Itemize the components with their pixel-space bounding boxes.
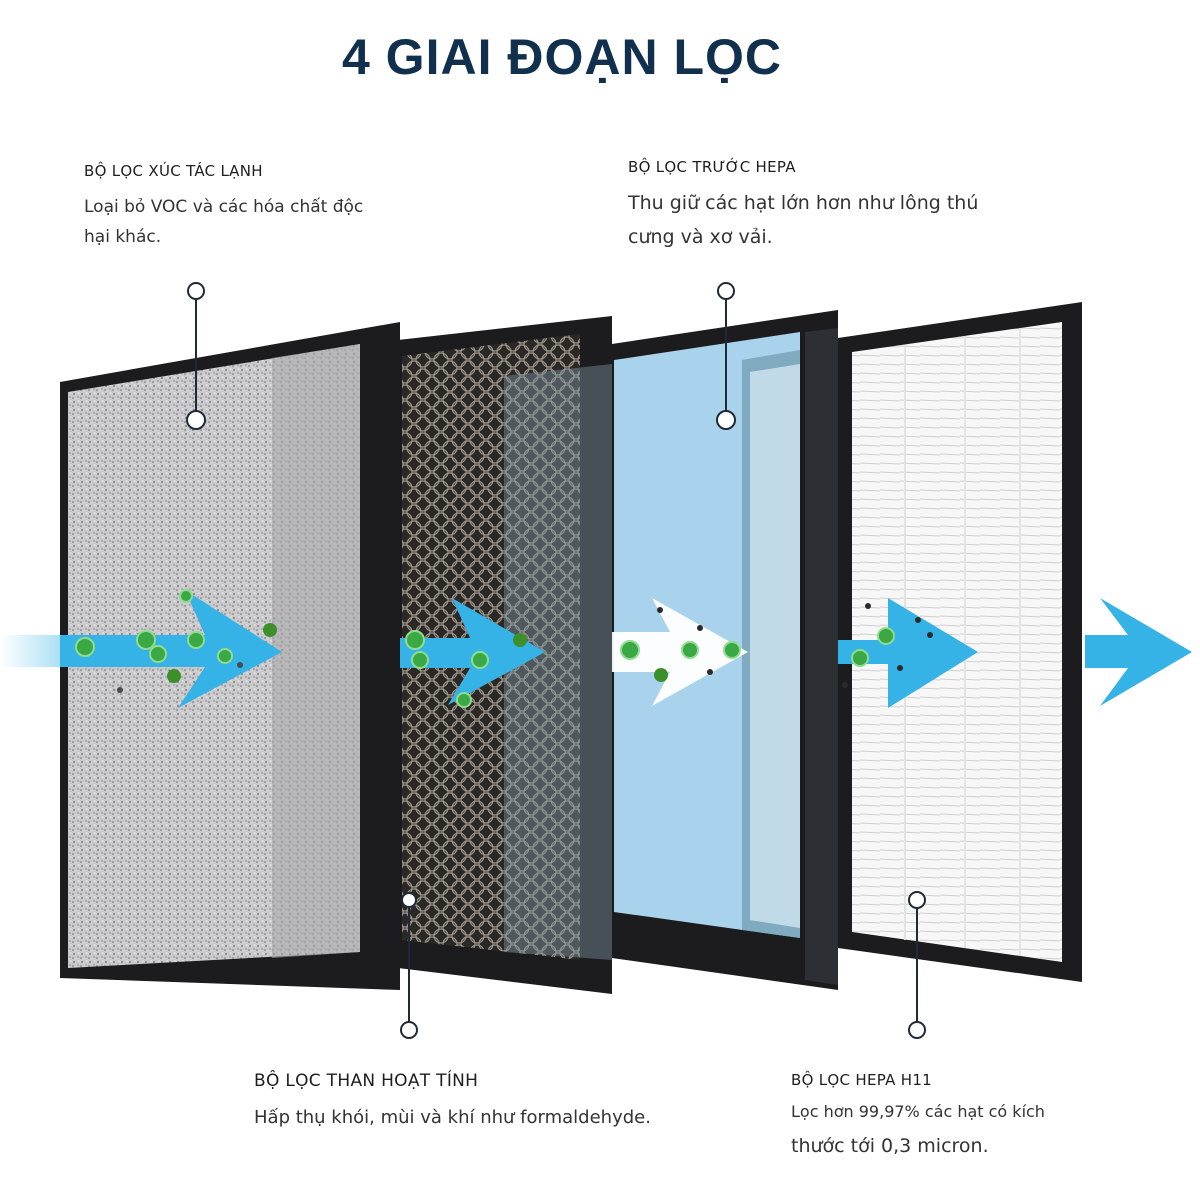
particles <box>75 589 933 708</box>
stage-heading: BỘ LỌC TRƯỚC HEPA <box>628 158 796 176</box>
stage-label-prefilter: BỘ LỌC TRƯỚC HEPA Thu giữ các hạt lớn hơ… <box>628 158 1008 254</box>
airflow-arrow-1 <box>60 590 282 708</box>
stage-description: Hấp thụ khói, mùi và khí như formaldehyd… <box>254 1101 714 1135</box>
callout-pin-hepa <box>908 891 926 1039</box>
stage-description-line: thước tới 0,3 micron. <box>791 1135 989 1157</box>
stage-label-catalyst: BỘ LỌC XÚC TÁC LẠNH Loại bỏ VOC và các h… <box>84 162 404 254</box>
callout-pin-prefilter <box>716 282 736 430</box>
airflow-arrow-3 <box>612 598 748 706</box>
outflow-arrow <box>1085 598 1192 706</box>
stage-description-line: Hấp thụ khói, mùi và khí như formaldehyd… <box>254 1107 651 1128</box>
stage-description-line: cưng và xơ vải. <box>628 226 773 248</box>
stage-description-line: Lọc hơn 99,97% các hạt có kích <box>791 1102 1045 1121</box>
stage-label-carbon: BỘ LỌC THAN HOẠT TÍNH Hấp thụ khói, mùi … <box>254 1071 714 1135</box>
stage-heading: BỘ LỌC THAN HOẠT TÍNH <box>254 1071 479 1091</box>
stage-description-line: Thu giữ các hạt lớn hơn như lông thú <box>628 192 979 214</box>
stage-heading: BỘ LỌC XÚC TÁC LẠNH <box>84 162 263 180</box>
stage-heading: BỘ LỌC HEPA H11 <box>791 1071 933 1089</box>
callout-pin-carbon <box>400 892 418 1039</box>
stage-description: Lọc hơn 99,97% các hạt có kích thước tới… <box>791 1095 1091 1163</box>
stage-description: Loại bỏ VOC và các hóa chất độc hại khác… <box>84 190 404 254</box>
stage-label-hepa: BỘ LỌC HEPA H11 Lọc hơn 99,97% các hạt c… <box>791 1071 1091 1163</box>
stage-description-line: hại khác. <box>84 227 162 247</box>
page-title: 4 GIAI ĐOẠN LỌC <box>341 29 783 85</box>
stage-description-line: Loại bỏ VOC và các hóa chất độc <box>84 197 364 217</box>
stage-description: Thu giữ các hạt lớn hơn như lông thú cưn… <box>628 186 1008 254</box>
airflow-arrow-2 <box>400 598 545 705</box>
callout-pin-catalyst <box>186 282 206 430</box>
airflow-arrow-4 <box>838 598 978 708</box>
